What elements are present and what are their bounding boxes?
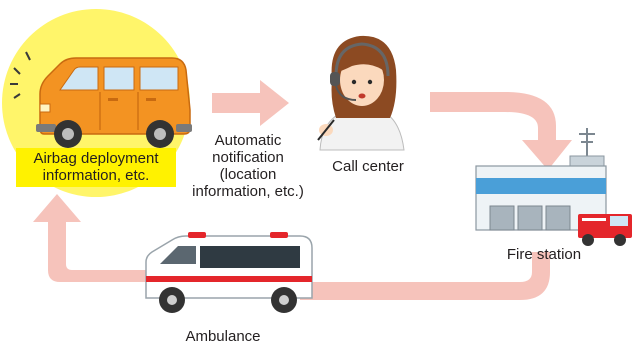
ambulance-icon xyxy=(145,232,313,313)
arrow-call-center-to-fire-station xyxy=(430,92,572,170)
fire-station-icon xyxy=(475,128,632,246)
arrow-fire-station-to-ambulance xyxy=(300,252,550,300)
car-label-line2: information, etc. xyxy=(42,167,150,184)
car-label: Airbag deployment information, etc. xyxy=(16,148,176,187)
fire-station-label: Fire station xyxy=(506,246,582,263)
arrow-car-to-call-center xyxy=(212,80,289,126)
notification-line3: (location xyxy=(219,166,277,183)
ambulance-label: Ambulance xyxy=(185,328,261,345)
notification-line4: information, etc.) xyxy=(192,183,304,200)
arrow-ambulance-to-car xyxy=(33,194,180,282)
call-center-operator-icon xyxy=(317,35,405,151)
car-icon xyxy=(10,51,192,148)
car-label-line1: Airbag deployment xyxy=(33,150,159,167)
call-center-label: Call center xyxy=(332,158,404,175)
notification-line1: Automatic xyxy=(214,132,282,149)
flow-arrows xyxy=(33,80,572,300)
automatic-notification-label: Automatic notification (location informa… xyxy=(184,132,312,200)
notification-line2: notification xyxy=(212,149,284,166)
